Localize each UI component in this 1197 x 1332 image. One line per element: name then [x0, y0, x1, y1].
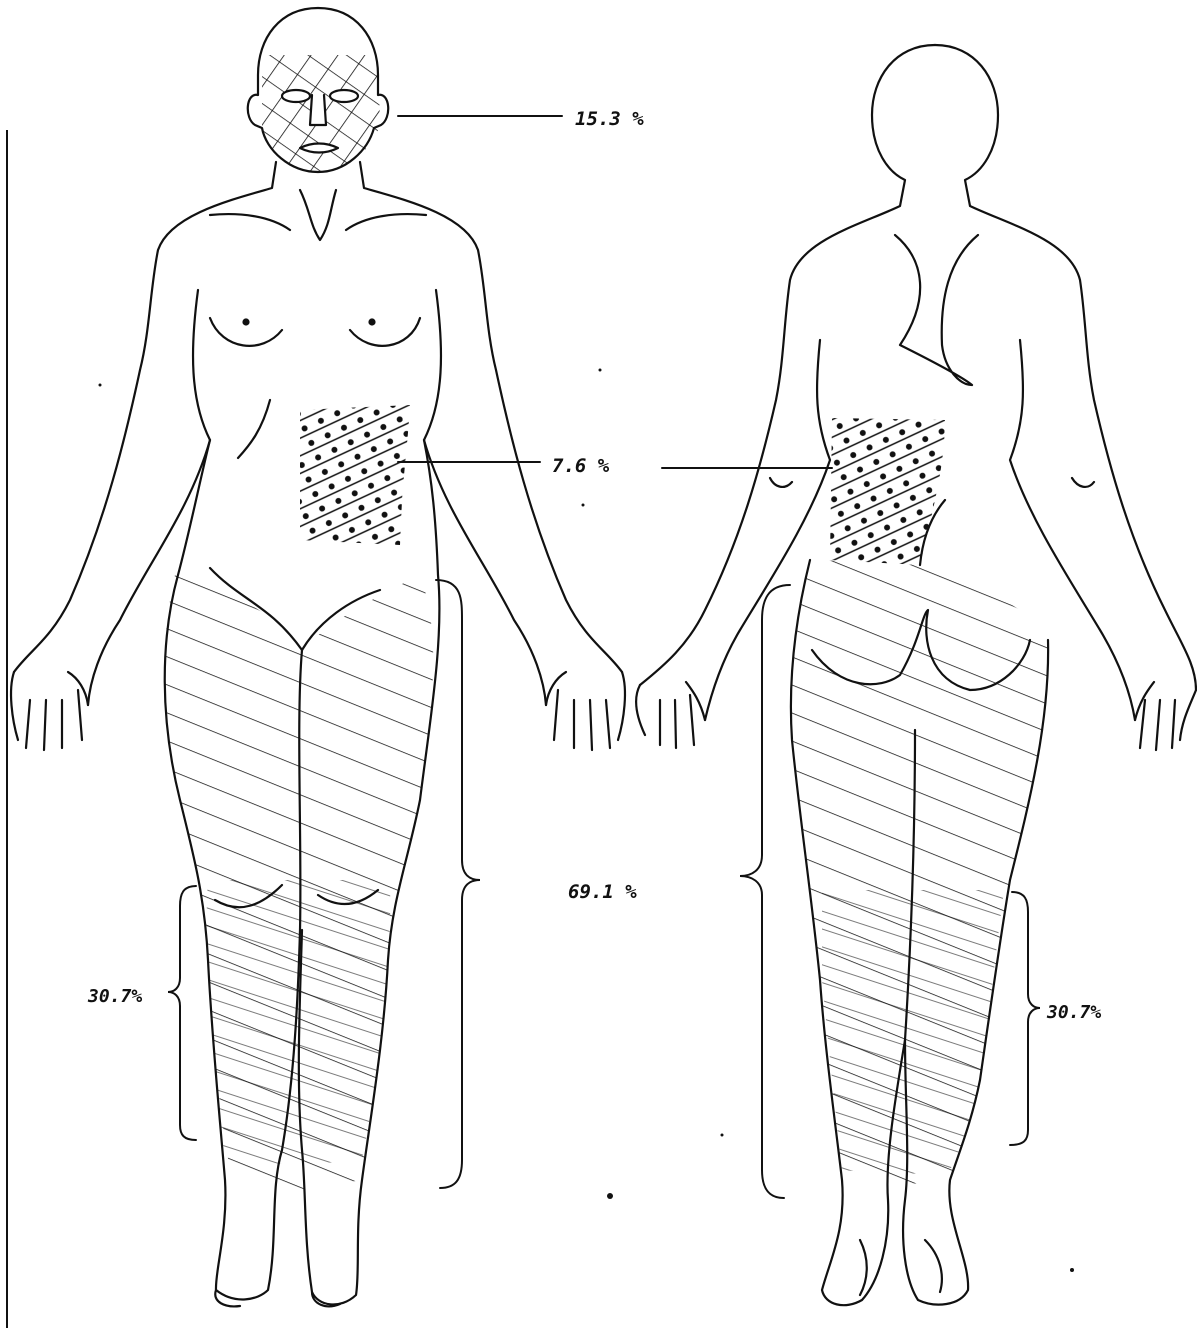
front-left-hand [11, 672, 88, 750]
back-lower-leg-brace [1010, 892, 1040, 1145]
front-abdomen-line [238, 400, 270, 458]
front-lower-leg-brace [168, 886, 196, 1140]
front-left-nipple [244, 320, 249, 325]
trunk-front-dotted-region [300, 405, 410, 545]
front-right-hand [546, 672, 625, 750]
front-mouth [300, 144, 338, 153]
front-chest [210, 318, 420, 346]
back-right-hand [1135, 682, 1196, 750]
front-right-eye [330, 90, 358, 102]
front-body-figure [11, 8, 625, 1306]
trunk-back-dotted-region [830, 418, 945, 565]
label-trunk-percent: 7.6 % [552, 455, 610, 477]
back-lower-legs-dense-region [822, 890, 1004, 1175]
label-legs-percent: 69.1 % [568, 881, 637, 903]
front-lower-legs-dense-region [207, 880, 391, 1165]
front-nose [310, 95, 326, 125]
front-left-eye [282, 90, 310, 102]
front-right-nipple [370, 320, 375, 325]
back-body-figure [636, 45, 1196, 1305]
label-face-percent: 15.3 % [575, 108, 644, 130]
front-legs-brace [436, 580, 480, 1188]
label-lower-leg-front-percent: 30.7% [87, 986, 142, 1007]
back-shoulder-blades [895, 235, 978, 385]
back-left-hand [636, 682, 705, 748]
back-legs-brace [740, 585, 790, 1198]
front-left-arm-outer [14, 162, 276, 672]
label-lower-leg-back-percent: 30.7% [1046, 1002, 1101, 1023]
